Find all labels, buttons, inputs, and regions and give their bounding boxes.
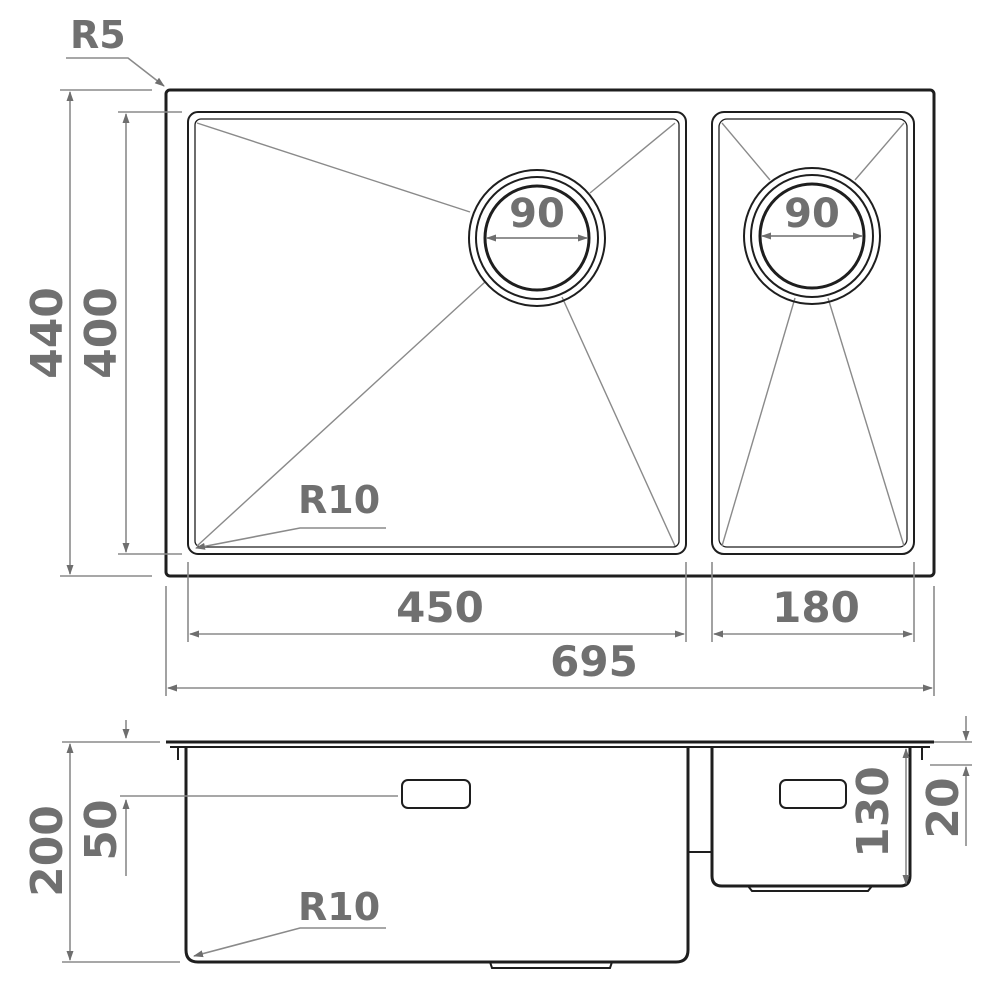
small-bowl-height-label: 130 bbox=[848, 766, 899, 858]
top-view: 90 90 R5 R10 440 400 450 180 695 bbox=[22, 13, 936, 696]
bowl-depth-label: 400 bbox=[76, 287, 127, 379]
main-bowl-top bbox=[187, 111, 687, 555]
small-bowl-width-label: 180 bbox=[772, 583, 860, 632]
main-bowl-side bbox=[184, 747, 690, 964]
overall-depth-label: 440 bbox=[22, 287, 73, 379]
small-bowl-outline bbox=[711, 111, 915, 555]
overflow-offset-label: 50 bbox=[76, 799, 127, 860]
small-bowl-top bbox=[711, 111, 915, 555]
drain-small-label: 90 bbox=[784, 191, 840, 237]
side-view: 200 50 R10 130 20 bbox=[22, 716, 972, 969]
corner-radius-top-label: R10 bbox=[298, 478, 380, 522]
small-drain bbox=[743, 167, 881, 305]
drain-main-label: 90 bbox=[509, 191, 565, 237]
main-bowl-width-label: 450 bbox=[396, 583, 484, 632]
sink-outer-rim bbox=[164, 88, 936, 578]
outer-radius-label: R5 bbox=[70, 13, 126, 57]
total-height-label: 200 bbox=[22, 805, 73, 897]
main-drain bbox=[468, 169, 606, 307]
flange-height-label: 20 bbox=[918, 777, 969, 838]
main-bowl-outline bbox=[187, 111, 687, 555]
overall-width-label: 695 bbox=[550, 637, 638, 686]
main-overflow-slot bbox=[401, 779, 471, 809]
corner-radius-side-label: R10 bbox=[298, 885, 380, 929]
small-overflow-slot bbox=[779, 779, 847, 809]
